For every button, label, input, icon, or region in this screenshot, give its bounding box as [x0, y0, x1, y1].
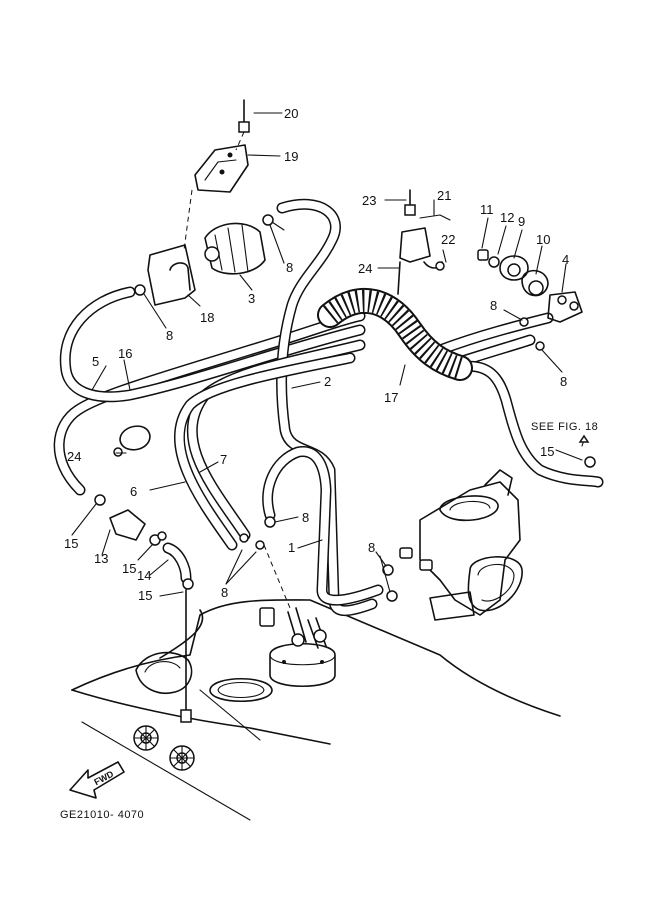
label-15-right: 15: [540, 444, 554, 459]
label-9: 9: [518, 214, 525, 229]
label-22: 22: [441, 232, 455, 247]
label-15-left: 15: [64, 536, 78, 551]
label-8-center: 8: [302, 510, 309, 525]
label-6: 6: [130, 484, 137, 499]
label-14: 14: [137, 568, 151, 583]
label-1: 1: [288, 540, 295, 555]
fitting-stack: [477, 249, 583, 323]
label-10: 10: [536, 232, 550, 247]
label-11: 11: [480, 202, 494, 217]
label-13: 13: [94, 551, 108, 566]
label-5: 5: [92, 354, 99, 369]
small-parts: [94, 284, 596, 723]
label-17: 17: [384, 390, 398, 405]
label-8-filter: 8: [286, 260, 293, 275]
hull-outline: [71, 599, 561, 821]
label-7: 7: [220, 452, 227, 467]
see-fig-note: SEE FIG. 18: [531, 421, 598, 433]
check-valve-assembly: [397, 189, 445, 295]
part-number-labels: 20 19 23 21 22 24 11 12 9 10 4 8 8 8 3 1…: [60, 106, 598, 821]
label-8-right-bottom: 8: [560, 374, 567, 389]
label-8-left: 8: [166, 328, 173, 343]
label-4: 4: [562, 252, 569, 267]
label-24-left: 24: [67, 449, 81, 464]
label-23: 23: [362, 193, 376, 208]
throttle-body: [399, 469, 523, 621]
label-8-throttle: 8: [368, 540, 375, 555]
label-16: 16: [118, 346, 132, 361]
label-12: 12: [500, 210, 514, 225]
fuel-filter-assembly: [147, 99, 274, 306]
label-15-mid: 15: [122, 561, 136, 576]
label-8-right-top: 8: [490, 298, 497, 313]
label-20: 20: [284, 106, 298, 121]
label-8-lower: 8: [221, 585, 228, 600]
forward-direction-marker: FWD: [69, 761, 125, 799]
label-21: 21: [437, 188, 451, 203]
label-2: 2: [324, 374, 331, 389]
leader-lines: [71, 112, 590, 597]
label-18: 18: [200, 310, 214, 325]
label-19: 19: [284, 149, 298, 164]
corrugated-hose: [317, 287, 473, 381]
diagram-code: GE21010- 4070: [60, 809, 144, 821]
fuel-pickup-unit: [259, 544, 336, 688]
hose-bundle: [53, 198, 604, 617]
label-24-top: 24: [358, 261, 372, 276]
label-3: 3: [248, 291, 255, 306]
deck-vent-fittings: [133, 725, 195, 771]
label-15-lower: 15: [138, 588, 152, 603]
